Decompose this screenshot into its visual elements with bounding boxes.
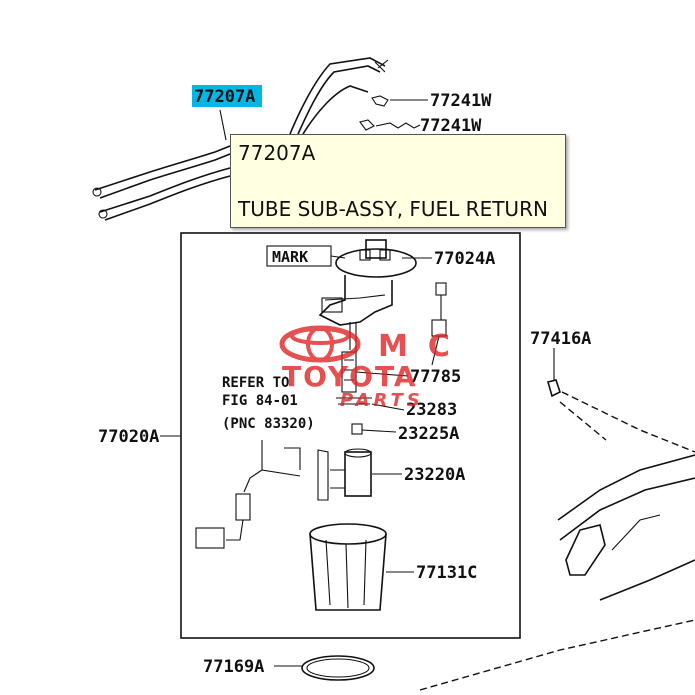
strainer-drawing[interactable]: [336, 397, 372, 405]
clamp-drawing[interactable]: [359, 95, 389, 131]
fuel-cup-drawing[interactable]: [309, 523, 387, 611]
bracket-drawing[interactable]: [547, 379, 695, 453]
refer-note-line3: (PNC 83320): [222, 416, 315, 432]
gasket-inner: [306, 658, 370, 678]
sender-sensor-drawing[interactable]: [431, 282, 447, 366]
part-label-77207a[interactable]: 77207A: [194, 87, 255, 107]
leader-clamp-lower: [375, 122, 421, 129]
part-label-77785[interactable]: 77785: [410, 367, 461, 387]
part-label-77241w-upper[interactable]: 77241W: [430, 91, 492, 111]
part-label-77020a[interactable]: 77020A: [98, 427, 159, 447]
leader-tube: [219, 109, 227, 141]
wire-harness-drawing[interactable]: [195, 440, 301, 549]
fuel-pump-drawing[interactable]: [317, 448, 372, 501]
leader-mark: [330, 255, 346, 259]
gasket-drawing[interactable]: [301, 655, 375, 681]
leader-strainer: [371, 403, 405, 411]
part-label-77241w-lower[interactable]: 77241W: [420, 116, 482, 136]
tooltip-description: TUBE SUB-ASSY, FUEL RETURN: [238, 197, 548, 221]
part-label-77416a[interactable]: 77416A: [530, 329, 591, 349]
watermark-logo: MC TOYOTA PARTS: [279, 325, 470, 411]
fuel-tube-drawing[interactable]: [92, 57, 389, 221]
cushion-drawing[interactable]: [351, 423, 363, 435]
watermark-brand-main: TOYOTA: [282, 360, 418, 393]
part-label-highlight: [192, 85, 262, 107]
tooltip-part-number: 77207A: [238, 141, 316, 165]
part-label-23283[interactable]: 23283: [406, 400, 457, 420]
refer-note-line1: REFER TO: [222, 375, 289, 391]
leader-filter: [355, 371, 409, 377]
leader-cushion: [361, 429, 397, 433]
fuel-sender-drawing[interactable]: [318, 239, 417, 352]
fuel-tank-outline: [419, 454, 695, 691]
part-label-77024a[interactable]: 77024A: [434, 249, 495, 269]
part-label-23225a[interactable]: 23225A: [398, 424, 459, 444]
watermark-brand-top: MC: [378, 329, 470, 364]
part-label-77131c[interactable]: 77131C: [416, 563, 477, 583]
part-tooltip: 77207A TUBE SUB-ASSY, FUEL RETURN: [230, 134, 566, 228]
mark-label: MARK: [272, 248, 308, 266]
refer-note-line2: FIG 84-01: [222, 393, 298, 409]
watermark-brand-sub: PARTS: [340, 390, 424, 411]
part-label-23220a[interactable]: 23220A: [404, 465, 465, 485]
part-label-77169a[interactable]: 77169A: [203, 657, 264, 677]
